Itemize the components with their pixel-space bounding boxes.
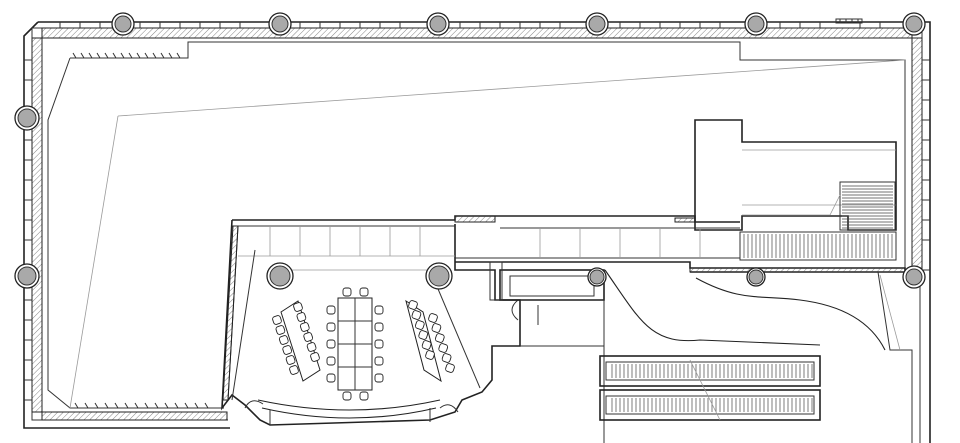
chair (326, 322, 336, 332)
meeting-table-right (405, 299, 455, 383)
chair (293, 302, 303, 312)
chair (374, 373, 384, 383)
column (744, 12, 768, 36)
chair (296, 312, 307, 322)
column (14, 105, 40, 131)
utility-rooms (489, 261, 605, 347)
chair (421, 340, 432, 350)
corridor (232, 215, 906, 273)
column (426, 12, 450, 36)
chair (441, 353, 452, 363)
chair (326, 305, 336, 315)
chair (342, 287, 352, 297)
column (266, 262, 294, 290)
chair (326, 356, 336, 366)
chair (275, 325, 286, 335)
meeting-table-left (272, 300, 321, 382)
column (585, 12, 609, 36)
open-floor-area (47, 41, 906, 409)
staircase (739, 181, 897, 261)
column (746, 267, 766, 287)
escalator-lower (599, 389, 821, 421)
chair (306, 342, 317, 352)
chair (431, 323, 442, 333)
chair (272, 315, 282, 325)
column (902, 265, 926, 289)
chair (359, 391, 369, 401)
conference-room (221, 219, 521, 426)
chair (445, 363, 455, 373)
column (587, 267, 607, 287)
chair (374, 322, 384, 332)
chair (326, 373, 336, 383)
lobby-area (603, 269, 930, 443)
chair (434, 333, 445, 343)
chair (374, 305, 384, 315)
chair (438, 343, 449, 353)
columns (14, 12, 926, 290)
chair (326, 339, 336, 349)
chair (282, 345, 293, 355)
chair (374, 356, 384, 366)
chair (278, 335, 289, 345)
service-block (694, 119, 897, 231)
building-envelope (23, 18, 931, 443)
chair (285, 355, 296, 365)
chair (425, 350, 435, 360)
chair (374, 339, 384, 349)
chair (411, 310, 422, 320)
escalator-upper (599, 355, 821, 387)
chair (428, 313, 438, 323)
chair (289, 365, 299, 375)
chair (299, 322, 310, 332)
column (902, 12, 926, 36)
chair (359, 287, 369, 297)
chair (408, 300, 418, 310)
column (425, 262, 453, 290)
column (111, 12, 135, 36)
meeting-table-center (326, 287, 384, 401)
chair (342, 391, 352, 401)
chair (310, 352, 320, 362)
chair (414, 320, 425, 330)
column (14, 263, 40, 289)
chair (418, 330, 429, 340)
column (268, 12, 292, 36)
chair (303, 332, 314, 342)
